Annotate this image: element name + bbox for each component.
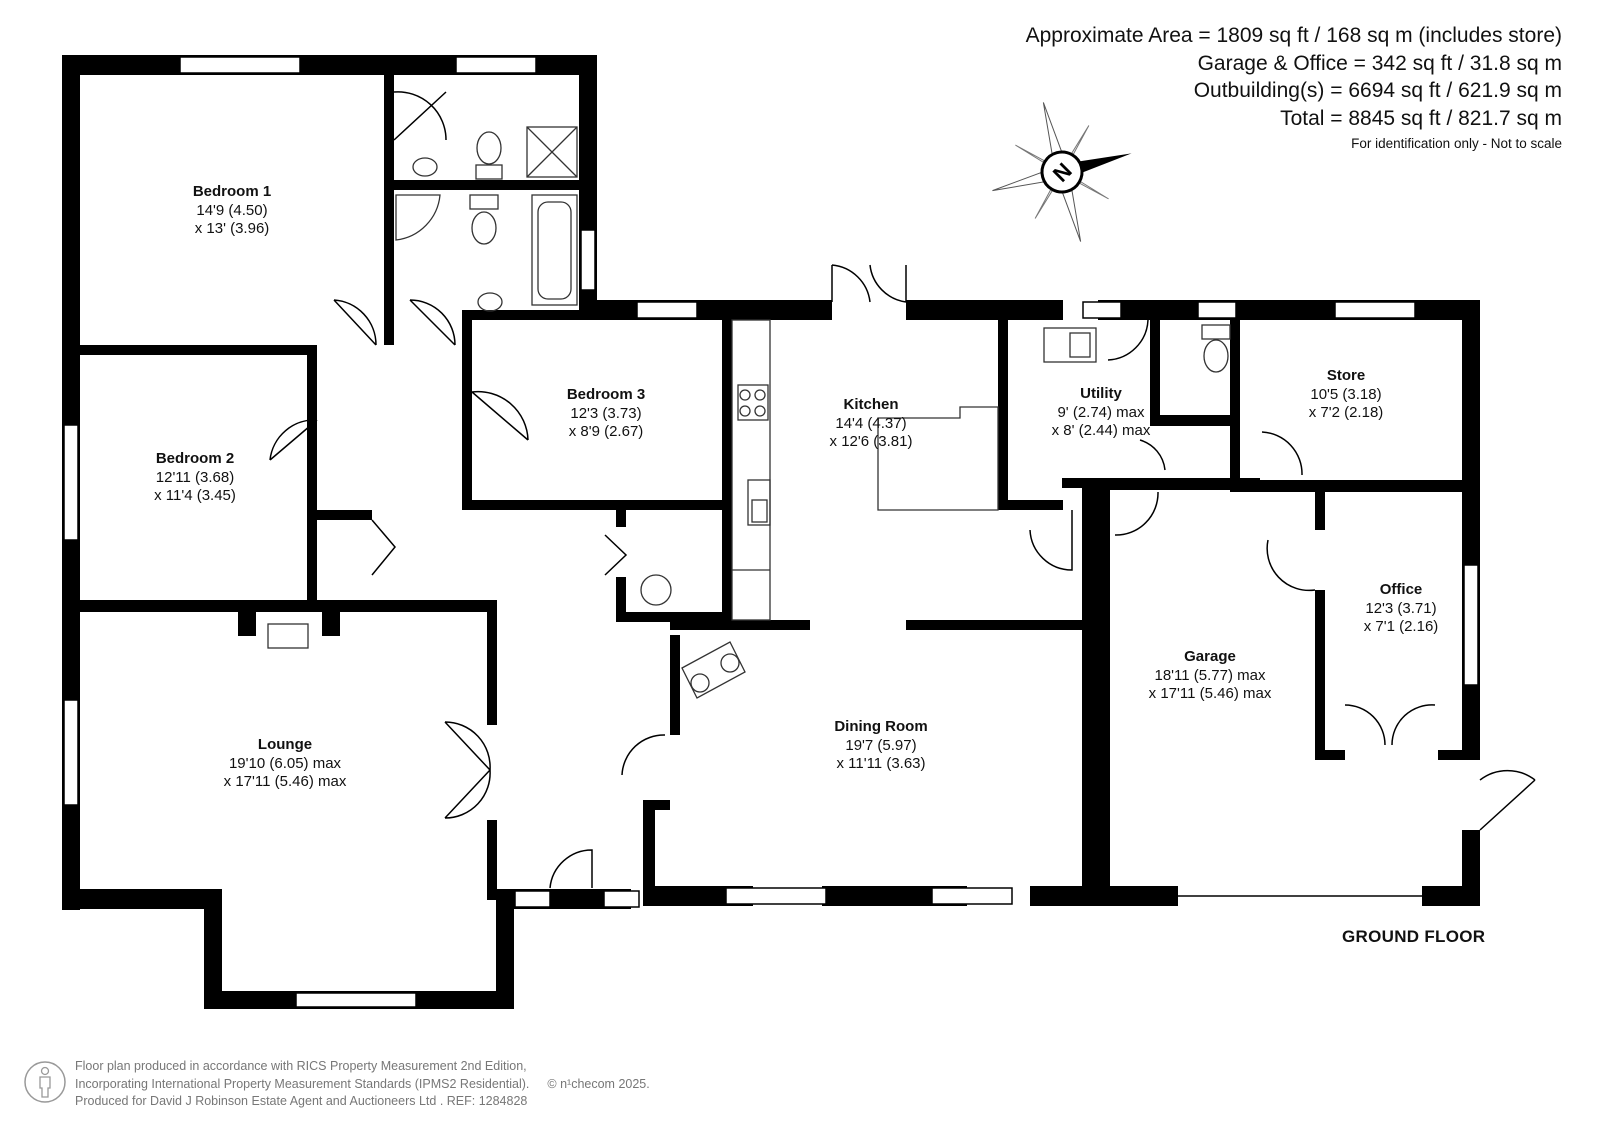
room-label-store: Store 10'5 (3.18) x 7'2 (2.18) [1309, 367, 1384, 423]
area-garage-office: Garage & Office = 342 sq ft / 31.8 sq m [1197, 51, 1562, 75]
area-total: Total = 8845 sq ft / 821.7 sq m [1280, 106, 1562, 130]
toilet-bathroom [469, 194, 499, 210]
room-label-lounge: Lounge 19'10 (6.05) max x 17'11 (5.46) m… [224, 736, 347, 792]
room-dim: x 7'1 (2.16) [1363, 618, 1439, 635]
room-label-bedroom1: Bedroom 1 14'9 (4.50) x 13' (3.96) [193, 183, 271, 239]
area-summary: Approximate Area = 1809 sq ft / 168 sq m… [1026, 22, 1562, 156]
room-dim: x 11'4 (3.45) [154, 487, 236, 504]
door-bedroom3 [471, 390, 529, 441]
room-dim: x 12'6 (3.81) [829, 433, 913, 450]
room-name: Lounge [257, 736, 313, 753]
door-bathroom [409, 299, 456, 346]
kitchen-island [877, 406, 999, 511]
compass-rose-icon: N [992, 102, 1132, 242]
door-ensuite [393, 91, 447, 141]
room-name: Garage [1184, 648, 1236, 665]
person-scale-icon [24, 1061, 66, 1103]
room-dim: x 7'2 (2.18) [1308, 404, 1384, 421]
room-dim: 12'11 (3.68) [155, 468, 235, 486]
room-dim: 14'9 (4.50) [196, 201, 268, 219]
door-garage-side [1479, 769, 1536, 831]
room-name: Bedroom 2 [155, 450, 235, 467]
door-cupboard [371, 519, 396, 576]
door-bedroom1 [333, 299, 377, 346]
room-name: Kitchen [843, 396, 899, 413]
windows [63, 56, 1479, 1008]
door-garage-utility [1114, 491, 1159, 536]
door-kitchen-doors [831, 264, 907, 303]
basin-bathroom [477, 292, 503, 312]
walls [62, 55, 1480, 1009]
door-cupboard2 [604, 534, 628, 576]
room-dim: x 17'11 (5.46) max [223, 773, 347, 790]
room-dim: x 13' (3.96) [194, 220, 270, 237]
room-dim: 19'7 (5.97) [845, 736, 917, 754]
door-dining [621, 734, 666, 776]
footer-line3: Produced for David J Robinson Estate Age… [75, 1094, 528, 1108]
door-lounge [444, 721, 492, 819]
door-store [1261, 431, 1303, 476]
room-name: Dining Room [834, 718, 928, 735]
room-label-office: Office 12'3 (3.71) x 7'1 (2.16) [1364, 581, 1439, 637]
basin-ensuite [412, 157, 438, 177]
room-name: Store [1326, 367, 1366, 384]
area-outbuildings: Outbuilding(s) = 6694 sq ft / 621.9 sq m [1193, 79, 1562, 102]
room-dim: x 8' (2.44) max [1051, 422, 1151, 439]
floor-label: GROUND FLOOR [1342, 927, 1486, 946]
room-label-bedroom3: Bedroom 3 12'3 (3.73) x 8'9 (2.67) [567, 386, 645, 442]
room-name: Office [1379, 581, 1423, 598]
room-dim: x 11'11 (3.63) [836, 755, 926, 772]
footer: Floor plan produced in accordance with R… [75, 1058, 650, 1111]
bath [531, 194, 578, 306]
footer-line1: Floor plan produced in accordance with R… [75, 1059, 527, 1073]
footer-line2: Incorporating International Property Mea… [75, 1076, 530, 1091]
room-name: Bedroom 3 [566, 386, 646, 403]
scale-note: For identification only - Not to scale [1351, 136, 1562, 151]
fixtures [267, 126, 1231, 699]
door-bedroom2 [269, 419, 318, 461]
shower-ensuite [526, 126, 578, 178]
footer-copyright: © n¹checom 2025. [547, 1076, 650, 1091]
room-label-kitchen: Kitchen 14'4 (4.37) x 12'6 (3.81) [830, 396, 913, 452]
door-utility-north [1107, 319, 1149, 361]
door-front [549, 849, 593, 889]
area-approximate: Approximate Area = 1809 sq ft / 168 sq m… [1025, 24, 1562, 47]
door-office [1266, 539, 1316, 592]
worktop [731, 319, 771, 621]
room-dim: x 8'9 (2.67) [568, 423, 644, 440]
toilet-ensuite [475, 164, 503, 180]
room-dim: 12'3 (3.71) [1365, 599, 1437, 617]
door-utility-east [1139, 439, 1166, 471]
doors [269, 91, 1536, 889]
room-label-bedroom2: Bedroom 2 12'11 (3.68) x 11'4 (3.45) [154, 450, 236, 506]
fireplace [267, 623, 309, 649]
door-utility-south [1029, 510, 1073, 571]
room-dim: 14'4 (4.37) [835, 414, 907, 432]
room-label-utility: Utility 9' (2.74) max x 8' (2.44) max [1052, 385, 1151, 441]
room-name: Bedroom 1 [192, 183, 272, 200]
hob [737, 384, 769, 421]
room-name: Utility [1080, 385, 1122, 402]
room-dim: 9' (2.74) max [1057, 403, 1145, 421]
room-label-garage: Garage 18'11 (5.77) max x 17'11 (5.46) m… [1149, 648, 1272, 704]
room-dim: 12'3 (3.73) [570, 404, 642, 422]
room-dim: 19'10 (6.05) max [228, 754, 342, 772]
room-label-dining: Dining Room 19'7 (5.97) x 11'11 (3.63) [834, 718, 927, 774]
shower-corner [395, 194, 441, 241]
kitchen-sink [747, 479, 771, 526]
room-dim: 10'5 (3.18) [1310, 385, 1382, 403]
toilet-store [1201, 324, 1231, 340]
door-office-doors [1344, 704, 1436, 746]
boiler [640, 574, 672, 606]
room-dim: x 17'11 (5.46) max [1148, 685, 1272, 702]
room-dim: 18'11 (5.77) max [1154, 666, 1266, 684]
utility-sink [1043, 327, 1097, 363]
